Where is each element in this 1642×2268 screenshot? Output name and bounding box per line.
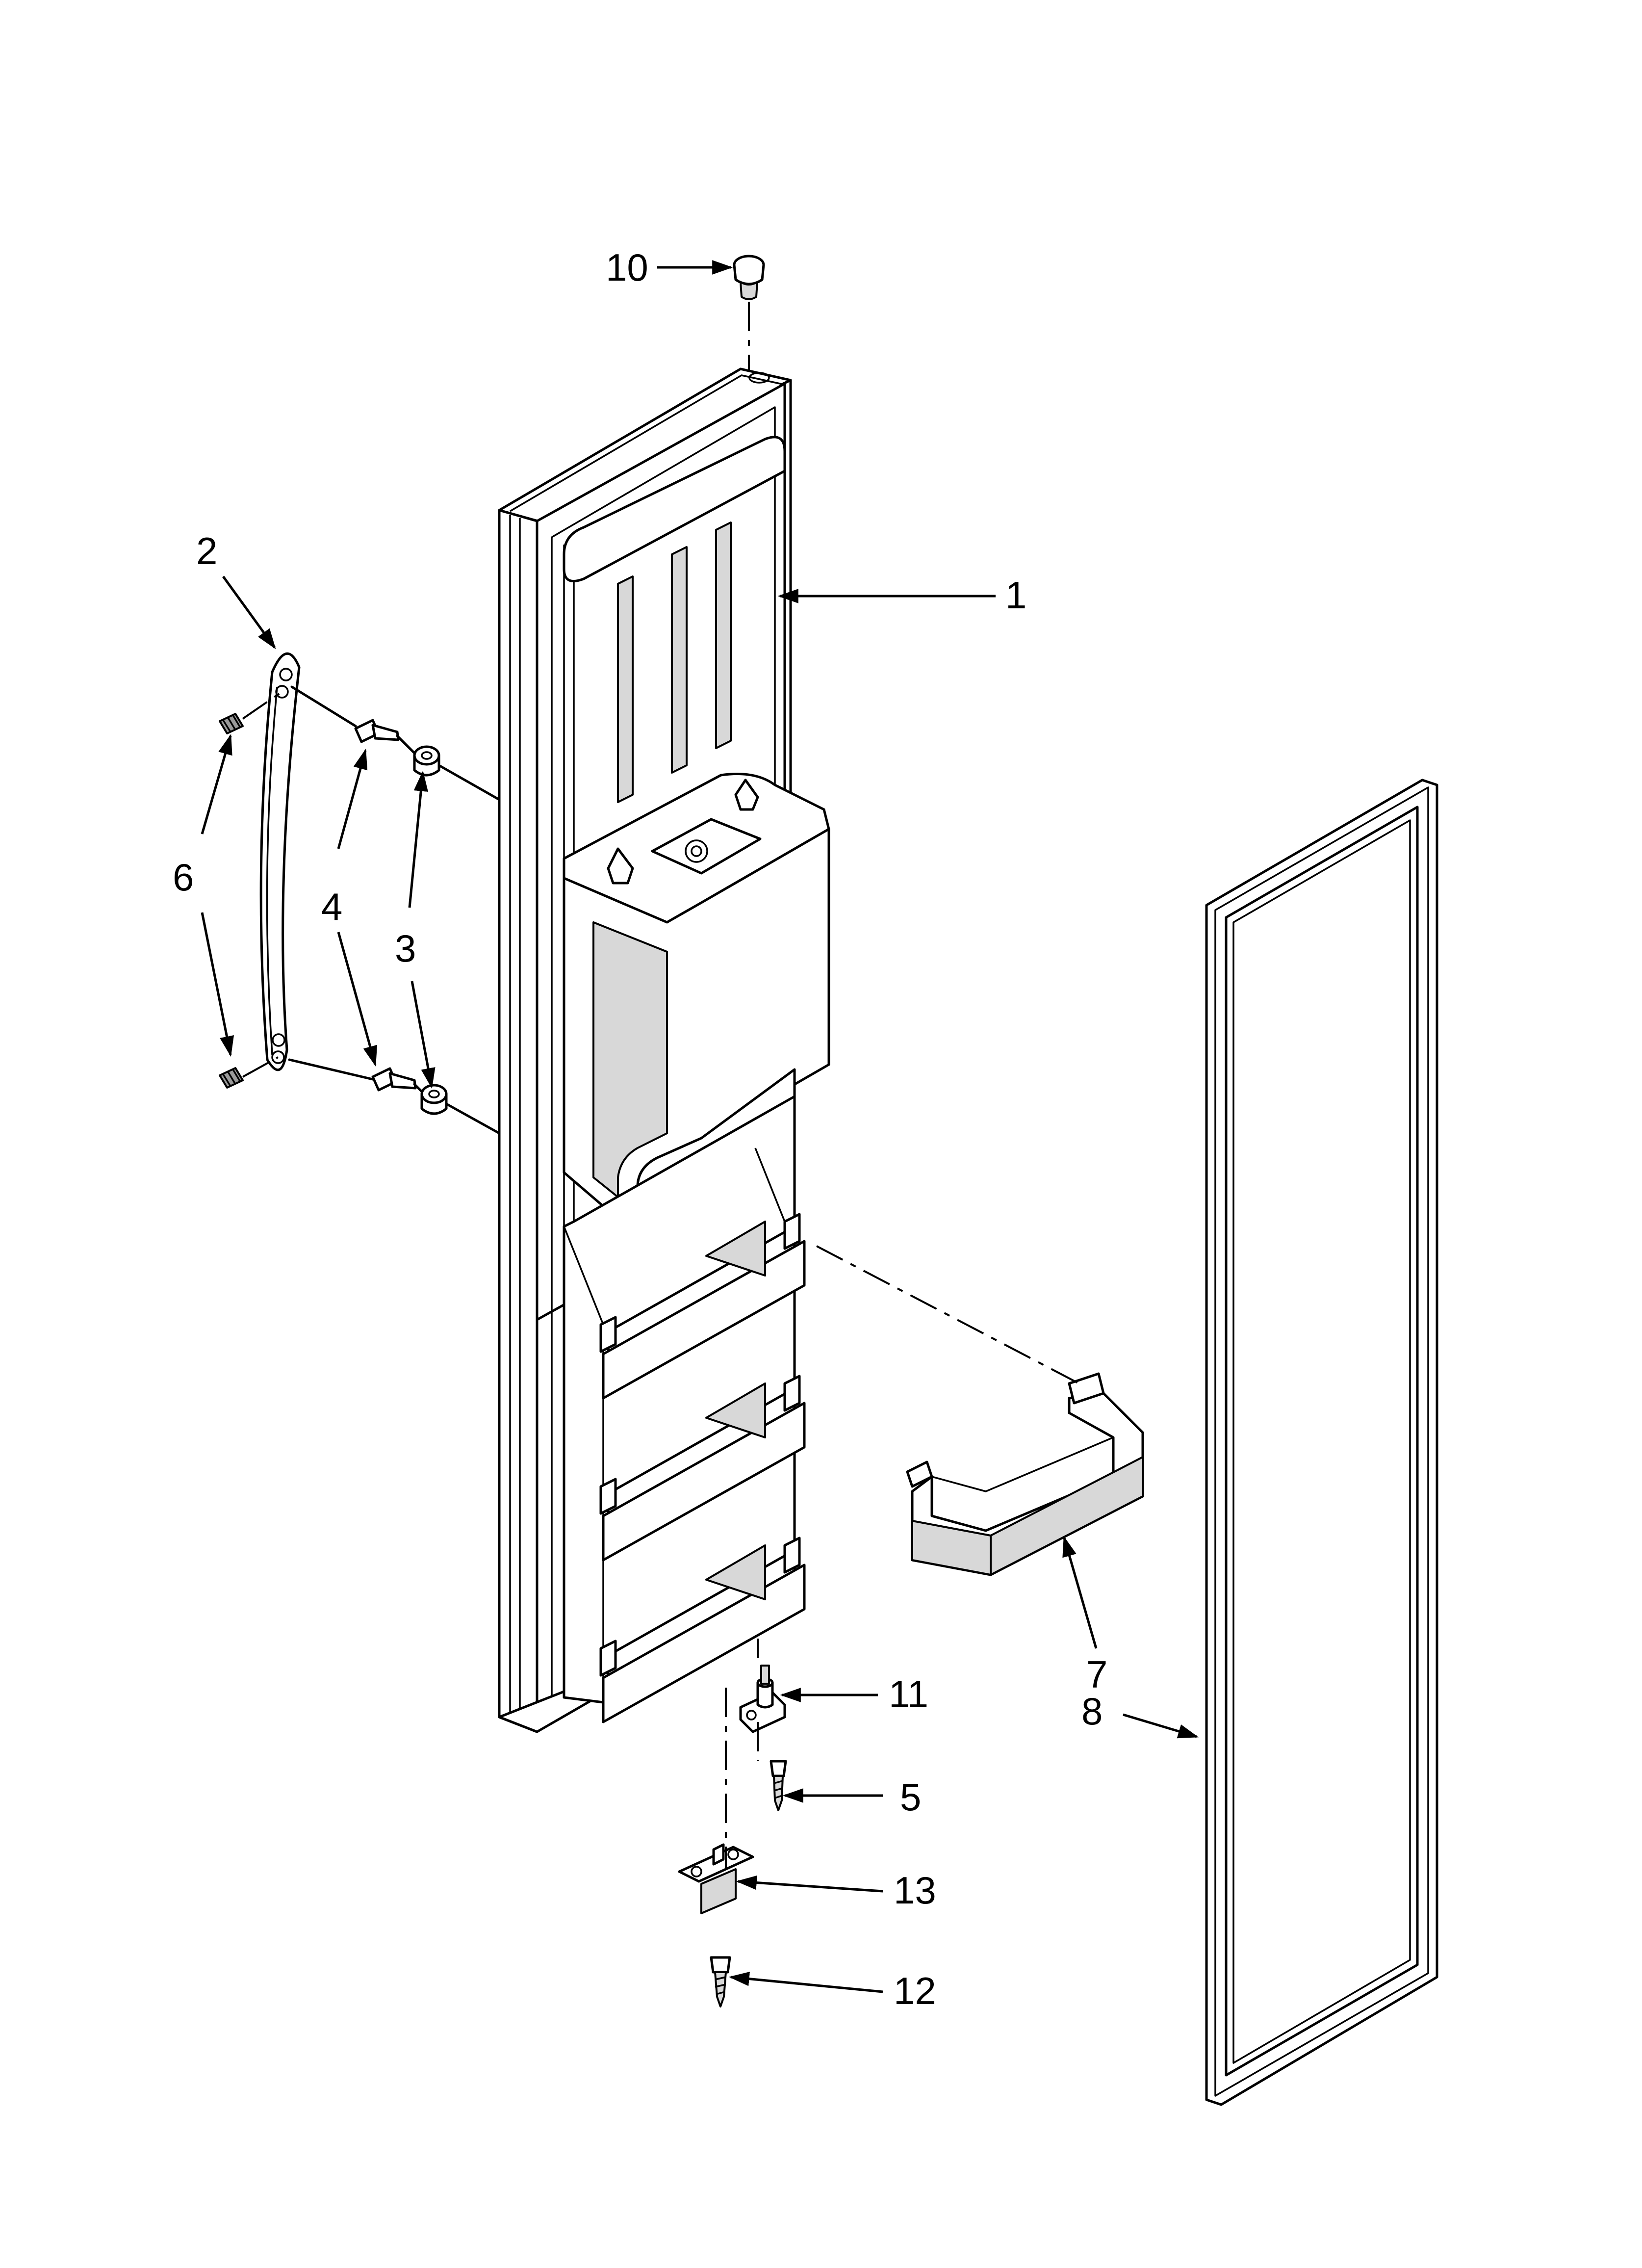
part-6-set-screws <box>219 713 244 1089</box>
callout-13: 13 <box>894 1869 936 1912</box>
callout-leaders <box>201 260 1199 1993</box>
part-4-shoulder-screws <box>354 719 417 1092</box>
part-13-hinge-bracket <box>678 1843 754 1914</box>
part-7-mounting-line <box>816 1245 1079 1384</box>
part-8-door-gasket <box>1205 779 1438 2106</box>
callout-5: 5 <box>900 1775 921 1819</box>
callout-labels: 10 1 2 6 4 3 7 8 11 5 13 12 <box>173 246 1107 2012</box>
callout-10: 10 <box>606 246 648 289</box>
callout-3: 3 <box>395 927 416 970</box>
part-7-door-bin <box>906 1372 1144 1576</box>
part-11-hinge-pin <box>739 1665 786 1733</box>
callout-2: 2 <box>196 529 217 573</box>
part-12-screw <box>710 1956 731 2007</box>
callout-7: 7 <box>1086 1653 1107 1696</box>
callout-4: 4 <box>321 885 342 928</box>
callout-11: 11 <box>889 1672 928 1716</box>
callout-12: 12 <box>894 1969 936 2012</box>
callout-1: 1 <box>1005 574 1026 617</box>
callout-6: 6 <box>173 856 194 899</box>
part-10-hinge-cap <box>733 255 765 300</box>
callout-8: 8 <box>1081 1690 1103 1733</box>
handle-mounting-lines <box>242 685 501 1135</box>
part-5-screw <box>770 1760 787 1811</box>
part-1-door-assembly <box>498 367 830 1733</box>
part-2-handle <box>259 652 301 1071</box>
